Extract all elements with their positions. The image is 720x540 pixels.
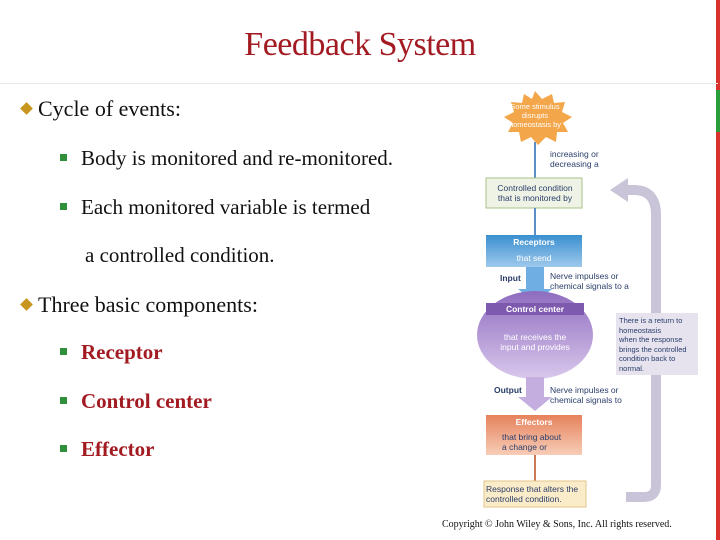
response-box — [483, 480, 587, 508]
sub-bullet-effector: Effector — [60, 437, 154, 462]
title-divider — [0, 83, 718, 84]
effectors-title: Effectors — [515, 417, 553, 427]
sub-bullet-text: Body is monitored and re-monitored. — [81, 146, 394, 170]
square-bullet-icon — [60, 348, 67, 355]
receptors-sub: that send — [516, 253, 552, 263]
copyright-notice: Copyright © John Wiley & Sons, Inc. All … — [442, 519, 672, 530]
control-center-bar — [486, 303, 584, 315]
diagram-graphics — [477, 91, 698, 508]
stimulus-starburst — [504, 91, 572, 145]
square-bullet-icon — [60, 445, 67, 452]
receptors-box — [486, 235, 582, 267]
sub-bullet-1: Body is monitored and re-monitored. — [60, 146, 393, 171]
return-arrowhead — [610, 178, 628, 202]
controlled-condition-box — [485, 177, 583, 209]
output-arrowhead — [518, 397, 552, 411]
right-accent-strip — [716, 0, 720, 540]
return-text-box — [616, 313, 698, 375]
sub-bullet-text: Control center — [81, 389, 212, 413]
control-center-title: Control center — [505, 304, 565, 314]
slide-title: Feedback System — [244, 26, 476, 63]
square-bullet-icon — [60, 397, 67, 404]
sub-bullet-2: Each monitored variable is termed — [60, 195, 370, 220]
sub-bullet-text: Receptor — [81, 340, 163, 364]
sub-bullet-control-center: Control center — [60, 389, 212, 414]
receptors-title: Receptors — [513, 237, 555, 247]
output-arrow-shaft — [526, 377, 544, 397]
green-accent — [716, 90, 720, 132]
sub-bullet-2-continued: a controlled condition. — [85, 243, 275, 267]
diamond-bullet-icon — [20, 102, 33, 115]
input-label: Input — [500, 273, 521, 283]
sub-bullet-receptor: Receptor — [60, 340, 163, 365]
input-arrow-shaft — [526, 267, 544, 289]
bullet-cycle: Cycle of events: — [20, 96, 181, 122]
sub-bullet-text: Effector — [81, 437, 155, 461]
output-label: Output — [494, 385, 522, 395]
diamond-bullet-icon — [20, 298, 33, 311]
bullet-text: Three basic components: — [38, 292, 258, 317]
sub-bullet-text: Each monitored variable is termed — [81, 195, 371, 219]
effectors-box — [486, 415, 582, 455]
square-bullet-icon — [60, 154, 67, 161]
bullet-components: Three basic components: — [20, 292, 258, 318]
square-bullet-icon — [60, 203, 67, 210]
bullet-text: Cycle of events: — [38, 96, 181, 121]
